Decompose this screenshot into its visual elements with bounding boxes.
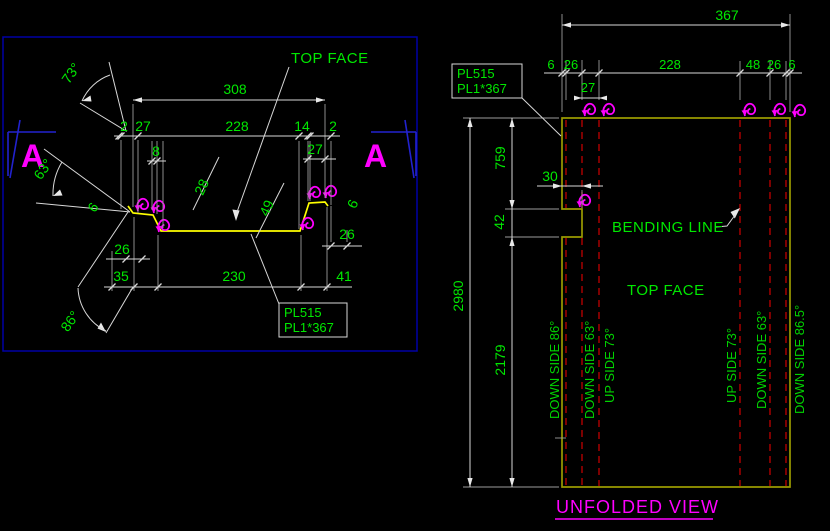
top-face-callout: TOP FACE xyxy=(236,50,369,213)
bending-line-label: BENDING LINE xyxy=(612,219,724,236)
view-title: UNFOLDED VIEW xyxy=(555,497,719,520)
bend-label-up-73-right: UP SIDE 73° xyxy=(724,328,739,403)
bending-line-callout: BENDING LINE xyxy=(612,214,736,236)
dim-lip-left: 6 xyxy=(84,199,102,215)
dim-slant-right: 49 xyxy=(256,197,277,218)
dim-41: 41 xyxy=(336,268,352,284)
section-view: A A 73° 63° xyxy=(2,36,418,352)
bend-direction-icon xyxy=(599,102,616,117)
dim-35: 35 xyxy=(113,268,129,284)
dim-6-left: 6 xyxy=(547,57,554,72)
angle-label: 86° xyxy=(57,308,82,335)
dim-228: 228 xyxy=(659,57,681,72)
leader-line xyxy=(521,97,562,137)
dim-6-right: 6 xyxy=(788,57,795,72)
bend-label-down-63-right: DOWN SIDE 63° xyxy=(754,311,769,409)
dim-2-left: 2 xyxy=(120,118,128,134)
dim-27-left: 27 xyxy=(135,118,151,134)
bend-label-up-73-left: UP SIDE 73° xyxy=(602,328,617,403)
dimension-lines xyxy=(469,24,802,487)
plate-section-profile xyxy=(127,201,329,232)
dim-26-left: 26 xyxy=(564,57,578,72)
plate-spec-line1: PL515 xyxy=(284,305,322,320)
plate-spec-line2: PL1*367 xyxy=(457,81,507,96)
dim-228: 228 xyxy=(225,118,249,134)
dim-230: 230 xyxy=(222,268,246,284)
angle-annotation-63: 63° xyxy=(30,148,131,213)
leader-line xyxy=(250,233,280,305)
dim-2980: 2980 xyxy=(450,280,466,311)
dim-26-right: 26 xyxy=(767,57,781,72)
unfolded-plate-outline xyxy=(561,117,791,488)
top-face-label: TOP FACE xyxy=(291,50,369,67)
dim-2-right: 2 xyxy=(329,118,337,134)
angle-label: 73° xyxy=(58,60,83,87)
plate-spec-line1: PL515 xyxy=(457,66,495,81)
plate-spec-callout: PL515 PL1*367 xyxy=(451,63,562,137)
section-marker-right: A xyxy=(364,119,417,179)
dimension-ticks xyxy=(558,69,794,77)
bend-label-down-865: DOWN SIDE 86.5° xyxy=(792,305,807,414)
plate-spec-callout: PL515 PL1*367 xyxy=(250,233,348,338)
dim-26-left: 26 xyxy=(114,241,130,257)
viewport-border xyxy=(2,36,418,352)
bend-direction-icon xyxy=(740,102,757,117)
section-cut-line-icon xyxy=(371,119,417,179)
dim-367: 367 xyxy=(715,7,739,23)
section-marker-label: A xyxy=(21,138,44,174)
bend-label-down-86: DOWN SIDE 86° xyxy=(547,321,562,419)
bend-direction-icon xyxy=(321,184,338,199)
plate-spec-box xyxy=(278,302,348,338)
bend-direction-icon xyxy=(133,197,150,212)
bend-direction-icon xyxy=(575,193,592,208)
dim-26-right: 26 xyxy=(339,226,355,242)
dim-30: 30 xyxy=(542,168,558,184)
bend-direction-icon xyxy=(305,185,322,200)
dim-27-right: 27 xyxy=(307,141,323,157)
dimension-arrows xyxy=(53,95,325,332)
dim-42: 42 xyxy=(491,214,507,230)
bend-direction-icon xyxy=(154,218,171,233)
extension-lines xyxy=(111,104,348,291)
dim-308: 308 xyxy=(223,81,247,97)
dim-759: 759 xyxy=(492,146,508,170)
extension-lines xyxy=(463,14,791,488)
dim-8: 8 xyxy=(152,143,160,159)
section-marker-left: A xyxy=(7,119,56,179)
leader-line xyxy=(236,66,290,213)
plate-spec-line2: PL1*367 xyxy=(284,320,334,335)
unfolded-view-title: UNFOLDED VIEW xyxy=(556,497,719,517)
bend-label-down-63-left: DOWN SIDE 63° xyxy=(582,321,597,419)
top-face-label: TOP FACE xyxy=(627,282,705,299)
bend-direction-icon xyxy=(580,102,597,117)
dim-slant-left: 28 xyxy=(191,176,212,197)
dim-lip-right: 6 xyxy=(344,197,362,211)
dim-14: 14 xyxy=(294,118,310,134)
dim-27: 27 xyxy=(581,80,595,95)
dimension-ticks xyxy=(108,132,351,291)
bend-direction-icon xyxy=(770,102,787,117)
dim-2179: 2179 xyxy=(492,344,508,375)
bending-lines xyxy=(565,120,787,486)
leader-line xyxy=(715,214,736,228)
angle-annotation-73: 73° xyxy=(58,60,127,133)
unfolded-view: PL515 PL1*367 367 6 26 228 48 26 6 27 30… xyxy=(450,7,807,520)
section-cut-line-icon xyxy=(7,119,56,179)
section-marker-label: A xyxy=(364,138,387,174)
bend-direction-icon xyxy=(790,103,807,118)
plate-spec-box xyxy=(451,63,523,99)
dim-48: 48 xyxy=(746,57,760,72)
